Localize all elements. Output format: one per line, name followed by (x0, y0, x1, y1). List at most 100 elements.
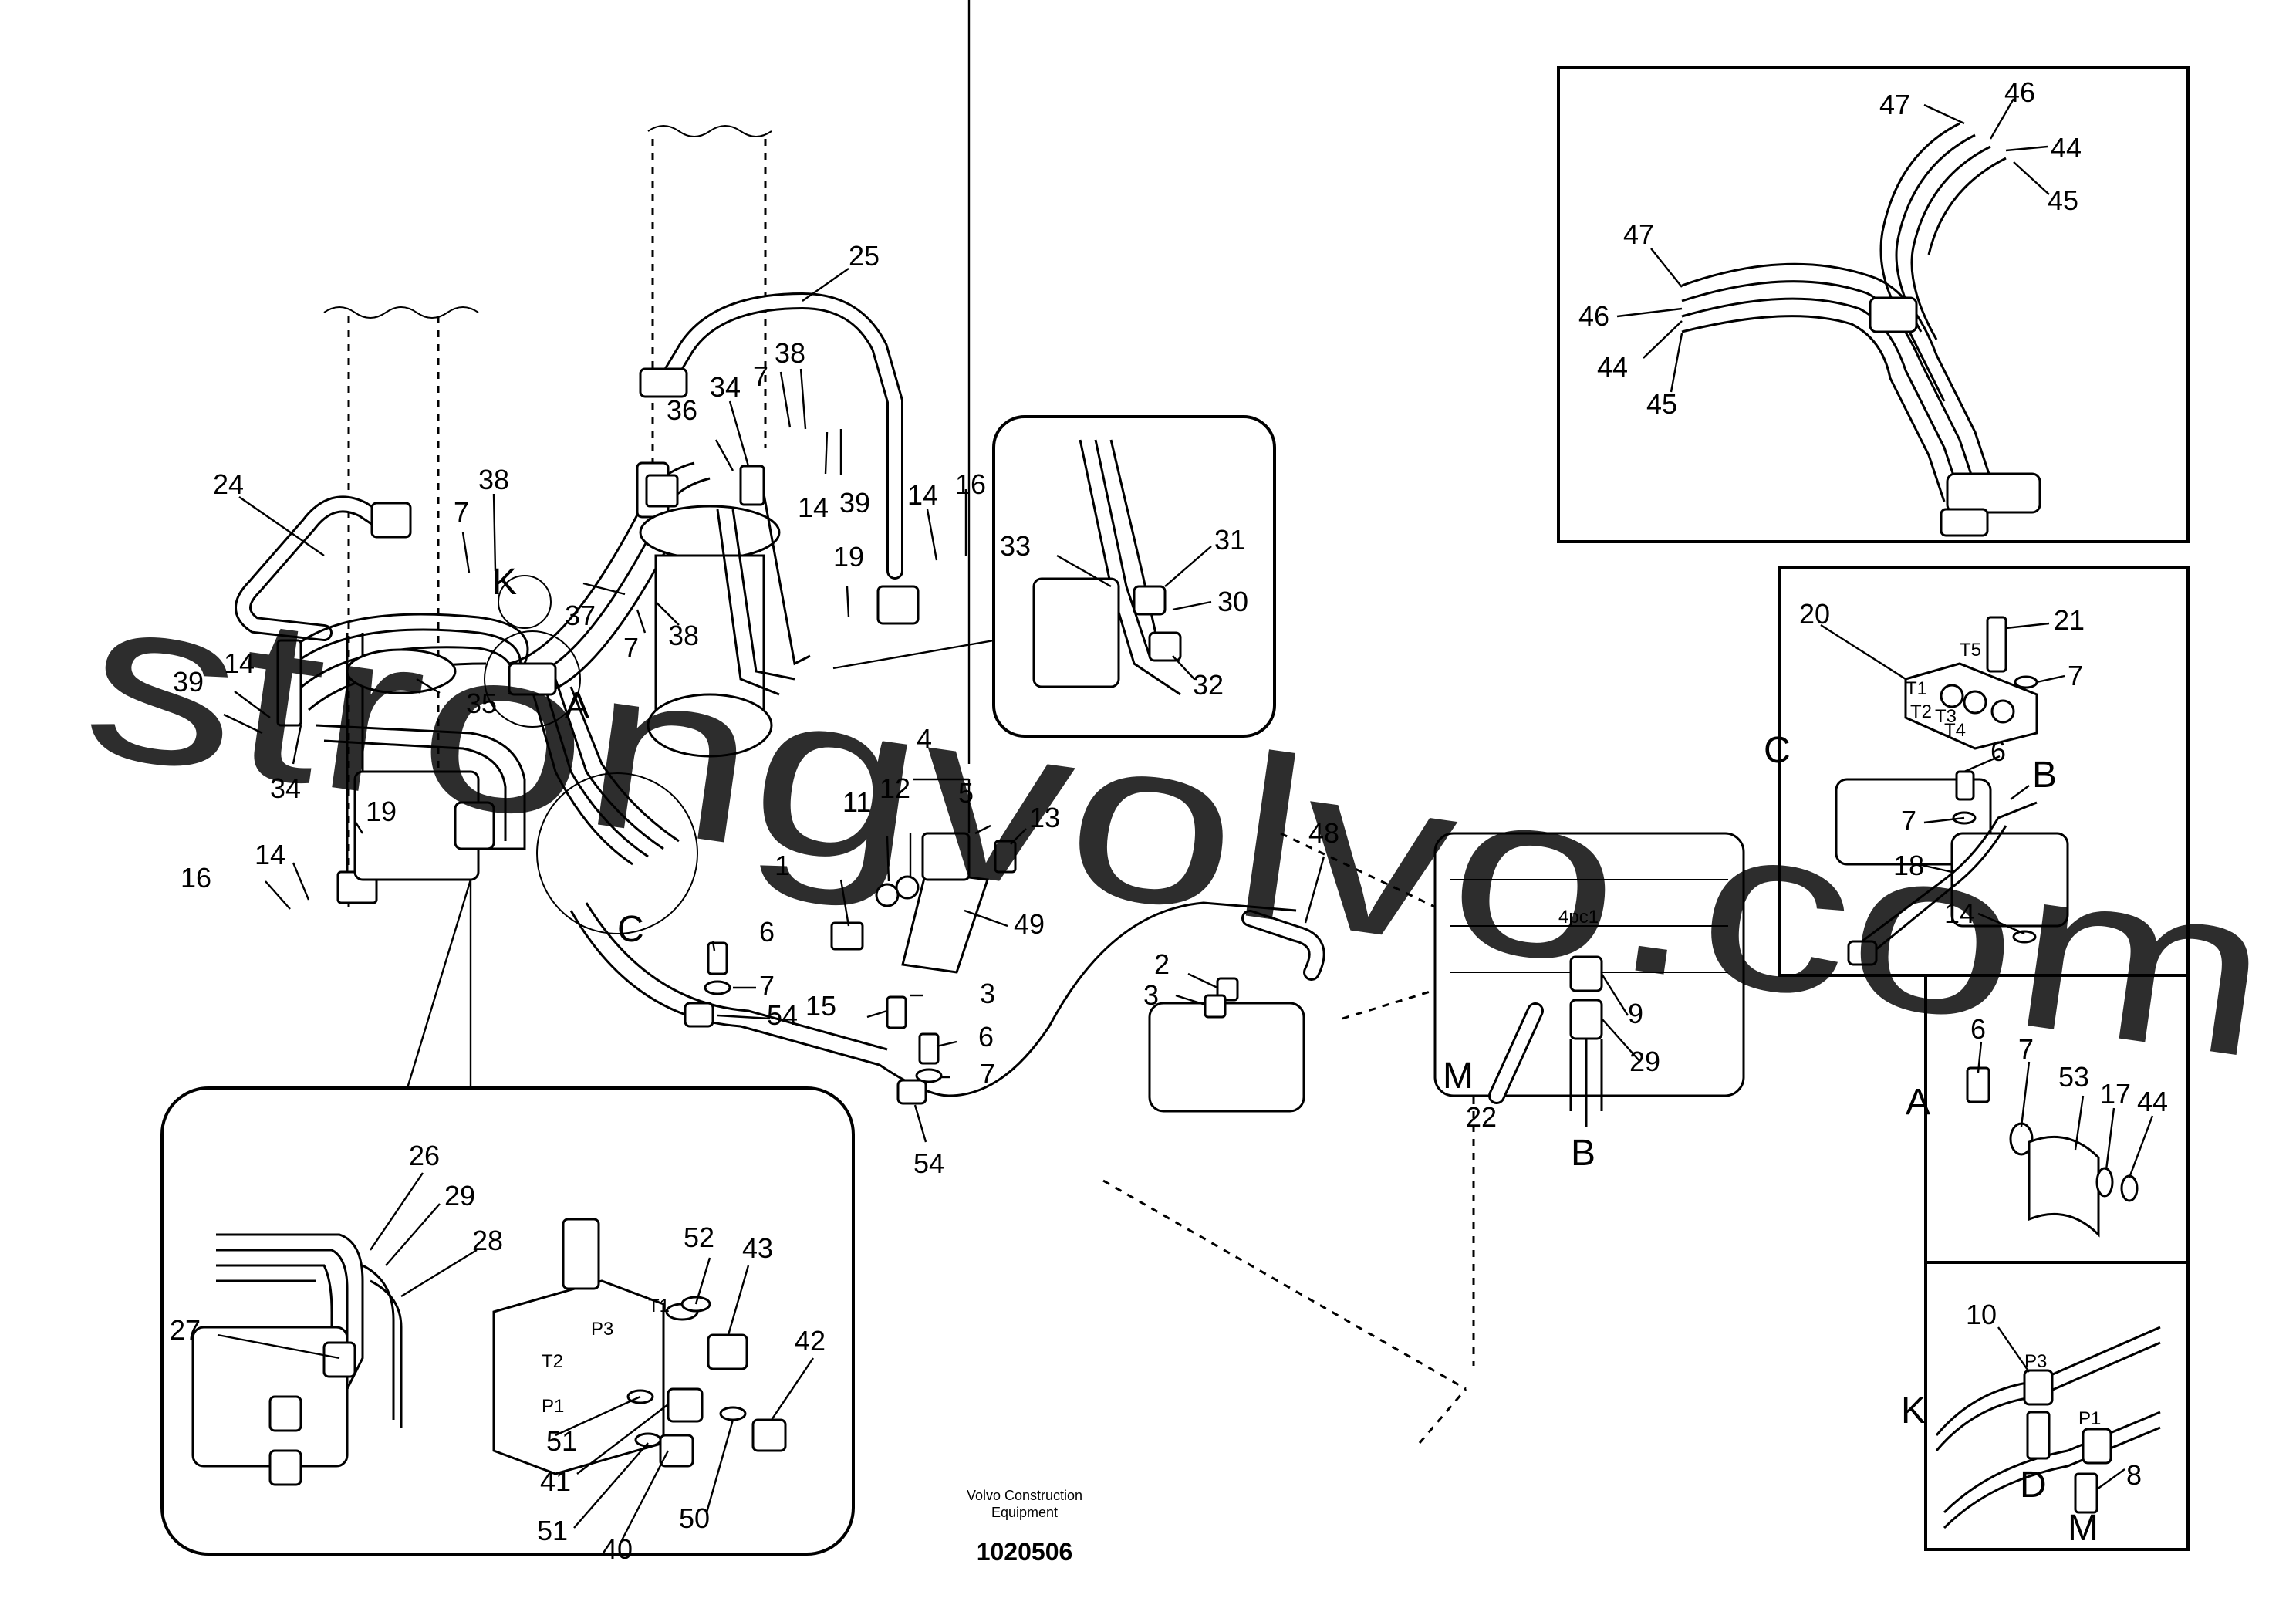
screw-12 (895, 875, 920, 900)
port-t5: T5 (1960, 640, 1981, 661)
callout-7c: 7 (623, 632, 639, 664)
callout-50: 50 (679, 1502, 710, 1534)
document-number: 1020506 (977, 1538, 1073, 1566)
bolt-21 (1986, 616, 2007, 673)
callout-35: 35 (466, 688, 497, 719)
callout-47b: 47 (1623, 218, 1654, 250)
hose-block-36 (645, 474, 679, 508)
credit-line-2: Equipment (991, 1505, 1058, 1520)
callout-14-c: 14 (1944, 897, 1975, 929)
port-t4: T4 (1944, 720, 1966, 741)
arrow-to-b: B (2032, 755, 2057, 796)
callout-53: 53 (2058, 1061, 2089, 1093)
detail-panel-manifold: 26 29 28 27 52 43 42 51 41 51 40 50 T1 P… (160, 1086, 855, 1565)
callout-21: 21 (2054, 604, 2085, 636)
callout-7a: 7 (454, 496, 469, 528)
clamp-53 (2028, 1135, 2100, 1238)
detail-circle-a (484, 630, 581, 728)
callout-12: 12 (880, 772, 910, 804)
view-label-m-k: M (2068, 1508, 2098, 1549)
fitting-3 (1204, 994, 1227, 1019)
detail-panel-a: A 6 7 53 17 44 (1906, 974, 2190, 1264)
fitting-43 (707, 1333, 748, 1370)
callout-13: 13 (1029, 802, 1060, 833)
callout-47a: 47 (1879, 89, 1910, 120)
callout-31: 31 (1214, 524, 1245, 556)
callout-14a: 14 (224, 647, 255, 679)
fitting-41 (667, 1387, 704, 1423)
callout-11: 11 (842, 786, 871, 818)
callout-9: 9 (1628, 998, 1643, 1029)
callout-49: 49 (1014, 908, 1045, 940)
callout-54b: 54 (913, 1147, 944, 1179)
callout-19a: 19 (366, 796, 397, 827)
detail-circle-k (498, 575, 552, 629)
callout-36: 36 (667, 394, 697, 426)
port-p1: P1 (542, 1396, 564, 1417)
tee-p3 (2023, 1369, 2054, 1406)
callout-14-right: 14 (907, 479, 938, 511)
hose-block-34 (739, 465, 765, 506)
callout-45b: 45 (1646, 388, 1677, 420)
callout-14c: 14 (798, 492, 829, 523)
view-label-c: C (1764, 730, 1791, 771)
callout-16b: 16 (955, 468, 986, 500)
callout-7-c-mid: 7 (1901, 805, 1916, 836)
callout-20: 20 (1799, 598, 1830, 630)
main-view-letters: K A C M B (492, 562, 1595, 1174)
fitting-40 (659, 1434, 694, 1468)
callout-5: 5 (958, 777, 974, 809)
callout-17: 17 (2100, 1078, 2131, 1110)
port-p3-k: P3 (2024, 1351, 2047, 1372)
bolt-15 (886, 995, 907, 1029)
callout-44-a: 44 (2137, 1086, 2168, 1117)
credit-block: Volvo Construction Equipment 1020506 (967, 1488, 1082, 1566)
callout-25: 25 (849, 240, 880, 272)
callout-38c: 38 (668, 620, 699, 651)
port-t3: T3 (1935, 706, 1957, 727)
detail-panel-hoses: 47 46 44 45 47 46 44 45 (1557, 66, 2190, 543)
callout-8-k: 8 (2126, 1459, 2142, 1491)
callout-48: 48 (1308, 817, 1339, 849)
callout-6a: 6 (759, 916, 775, 948)
hose-clamp-a (508, 662, 557, 696)
callout-27: 27 (170, 1314, 201, 1346)
detail-circle-c (536, 772, 698, 934)
port-p3: P3 (591, 1319, 613, 1340)
callout-7-c-top: 7 (2068, 660, 2083, 691)
main-leaders (223, 0, 1641, 1143)
view-label-d: D (2020, 1465, 2047, 1505)
view-label-k: K (1901, 1391, 1926, 1431)
screw-11 (875, 883, 900, 907)
view-letter-m: M (1443, 1056, 1474, 1097)
pipe-24-fitting (370, 502, 412, 539)
callout-4pc1: 4pc1 (1558, 907, 1599, 928)
washer-7 (704, 980, 731, 995)
callout-30: 30 (1217, 586, 1248, 617)
bolt-6-a (1966, 1066, 1990, 1103)
callout-38a: 38 (478, 464, 509, 495)
port-t1-c: T1 (1906, 678, 1927, 699)
port-t1: T1 (648, 1296, 670, 1316)
left-valve-port (454, 801, 495, 850)
detail-circles (484, 575, 698, 934)
callout-34a: 34 (270, 772, 301, 804)
fitting-42 (751, 1418, 787, 1452)
callout-29-main: 29 (1629, 1046, 1660, 1077)
callout-28: 28 (472, 1225, 503, 1256)
callout-43: 43 (742, 1232, 773, 1264)
boom-cylinder-ring (346, 648, 457, 694)
callout-34b: 34 (710, 371, 741, 403)
callout-42: 42 (795, 1325, 826, 1357)
arm-cylinder-base (647, 693, 773, 758)
callout-4: 4 (917, 723, 932, 755)
callout-18: 18 (1893, 850, 1924, 881)
view-letter-c: C (617, 909, 644, 950)
view-label-a: A (1906, 1082, 1930, 1123)
callout-2: 2 (1154, 948, 1170, 980)
callout-7e: 7 (980, 1058, 995, 1090)
callout-19b: 19 (833, 541, 864, 573)
callout-7b: 7 (753, 360, 768, 392)
arm-cylinder-top (639, 505, 781, 560)
